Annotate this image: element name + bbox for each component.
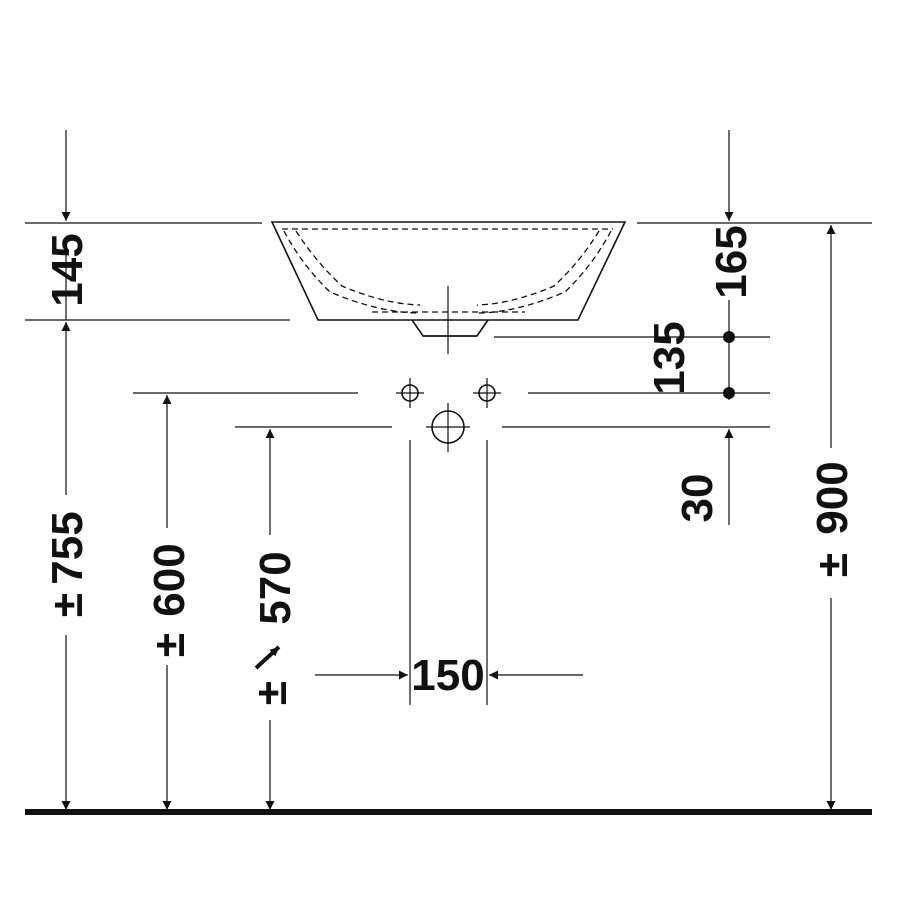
dim-label-900: 900 (808, 461, 857, 534)
dim-label-30: 30 (673, 474, 722, 523)
waste-outlet (426, 403, 470, 452)
dim-label-135: 135 (645, 321, 694, 394)
dim-label-150: 150 (411, 651, 484, 700)
dim-label-600: 600 (145, 543, 194, 616)
tap-connection-left (396, 378, 424, 408)
dim-135-dot-top (723, 331, 735, 343)
dim-label-900-symbol: ± (808, 553, 857, 577)
dim-label-755: 755 (43, 511, 92, 584)
tap-connection-right (473, 378, 501, 408)
dim-135-dot-bottom (723, 387, 735, 399)
dim-label-755-symbol: ± (43, 593, 92, 617)
dim-570-pointer-arrow (254, 645, 281, 670)
dim-label-570: 570 (251, 551, 300, 624)
dim-label-145: 145 (43, 233, 92, 306)
dim-label-570-symbol: ± (247, 681, 296, 705)
dim-label-600-symbol: ± (145, 633, 194, 657)
dim-label-165: 165 (707, 225, 756, 298)
basin-profile (270, 221, 627, 354)
